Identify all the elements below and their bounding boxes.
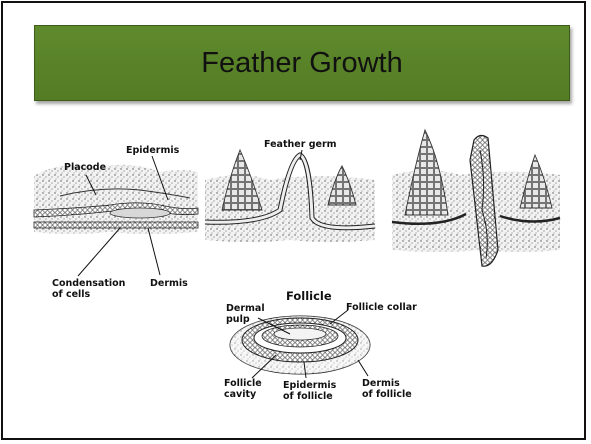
label-dermal-pulp: Dermal pulp bbox=[226, 303, 265, 325]
label-follicle-title: Follicle bbox=[286, 291, 332, 302]
label-feather-germ: Feather germ bbox=[264, 139, 337, 150]
label-epidermis: Epidermis bbox=[126, 145, 179, 156]
label-dermis: Dermis bbox=[150, 278, 188, 289]
label-follicle-collar: Follicle collar bbox=[346, 302, 417, 313]
label-placode: Placode bbox=[64, 162, 106, 173]
label-follicle-cavity: Follicle cavity bbox=[224, 378, 262, 400]
label-condensation-of-cells: Condensation of cells bbox=[52, 278, 125, 300]
label-dermis-of-follicle: Dermis of follicle bbox=[362, 378, 412, 400]
panel-follicle-stage bbox=[392, 130, 560, 266]
panel-feather-germ-stage bbox=[205, 150, 375, 242]
panel-placode-stage bbox=[34, 156, 198, 276]
label-epidermis-of-follicle: Epidermis of follicle bbox=[283, 380, 336, 402]
